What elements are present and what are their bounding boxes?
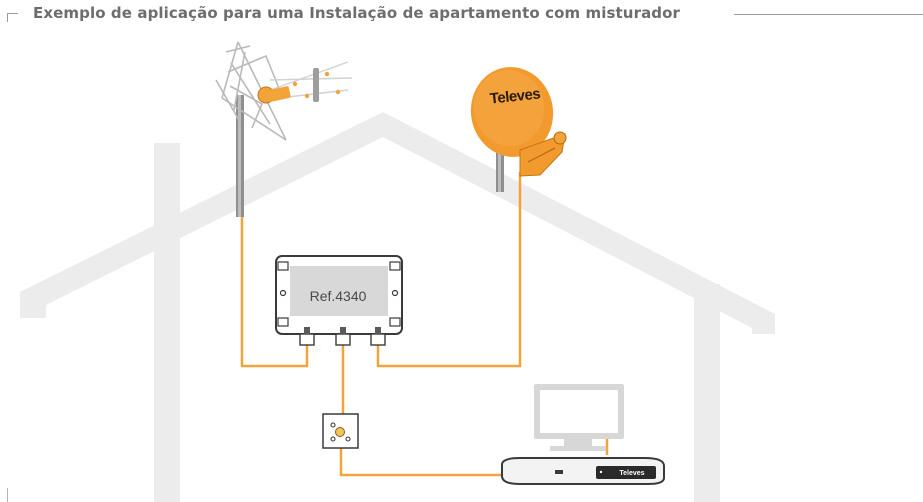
mixer-icon [275, 255, 403, 346]
receiver-icon [501, 457, 665, 485]
frame-edge [7, 488, 8, 502]
uhf-antenna-icon [215, 41, 353, 217]
mixer-reference-label: Ref.4340 [309, 288, 367, 304]
title-rule [734, 14, 923, 15]
coax-cables [240, 96, 609, 477]
wall-outlet-icon [322, 413, 359, 449]
receiver-brand-logo: Televes [619, 470, 645, 477]
satellite-dish-icon [470, 67, 567, 192]
frame-corner [7, 13, 18, 22]
page-title: Exemplo de aplicação para uma Instalação… [33, 4, 681, 22]
house-outline [20, 112, 775, 502]
monitor-icon [534, 384, 624, 451]
